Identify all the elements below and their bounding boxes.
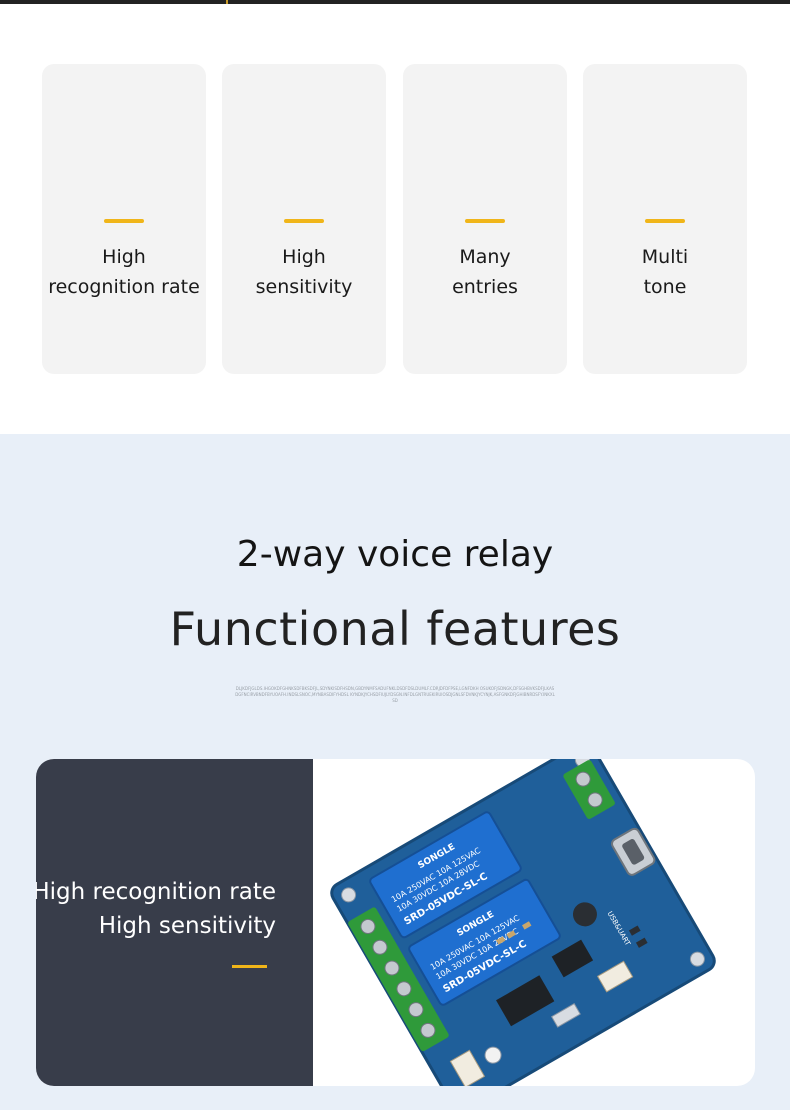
microphone — [484, 1046, 502, 1064]
section-title: Functional features — [169, 602, 621, 656]
product-panel: High recognition rate High sensitivity — [36, 759, 755, 1086]
jst-connector — [596, 960, 634, 993]
usb-c-port — [611, 827, 656, 876]
card-label: Multi tone — [641, 246, 689, 298]
feature-card-sensitivity: High sensitivity — [222, 64, 386, 374]
top-divider-bar — [0, 0, 790, 4]
mounting-hole — [689, 951, 705, 967]
slide-switch — [550, 1002, 581, 1028]
panel-line-recognition: High recognition rate — [36, 879, 276, 905]
card-accent-dash — [465, 219, 505, 223]
card-accent-dash — [645, 219, 685, 223]
section-subtitle: 2-way voice relay — [236, 534, 554, 575]
card-accent-dash — [104, 219, 144, 223]
feature-card-entries: Many entries — [403, 64, 567, 374]
panel-line-sensitivity: High sensitivity — [98, 913, 276, 939]
card-label: High recognition rate — [48, 246, 200, 298]
top-divider-accent — [226, 0, 228, 4]
inductor — [572, 902, 597, 927]
decorative-fine-print: DLJKDFJGLDS.IHGOKDFGHNKSDFBKSDFJL,SDYNKI… — [235, 686, 555, 703]
feature-card-tone: Multi tone — [583, 64, 747, 374]
panel-text-block: High recognition rate High sensitivity — [36, 759, 313, 1086]
jst-connector — [449, 1049, 486, 1086]
card-label: Many entries — [452, 246, 518, 298]
secondary-chip — [551, 939, 594, 978]
relay-board-image: SONGLE 10A 250VAC 10A 125VAC 10A 30VDC 1… — [330, 759, 716, 1086]
feature-card-recognition: High recognition rate — [42, 64, 206, 374]
panel-accent-dash — [232, 965, 267, 968]
functional-features-section: 2-way voice relay Functional features DL… — [0, 434, 790, 1110]
terminal-block-left — [348, 907, 449, 1052]
card-accent-dash — [284, 219, 324, 223]
feature-cards-section: High recognition rate High sensitivity M… — [0, 0, 790, 434]
terminal-block-right — [563, 760, 615, 819]
card-label: High sensitivity — [255, 246, 353, 298]
main-chip — [496, 975, 555, 1027]
mounting-hole — [341, 887, 357, 903]
